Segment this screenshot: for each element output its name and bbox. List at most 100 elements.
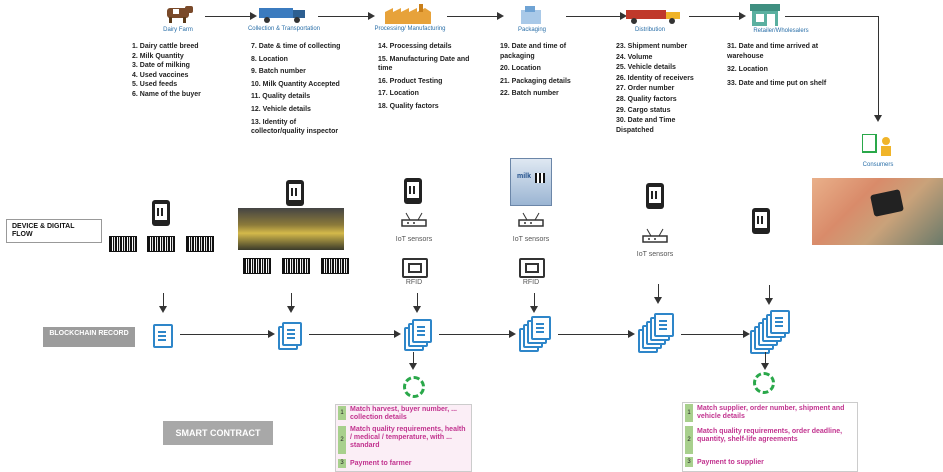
chain-arrow-head <box>509 330 516 338</box>
qr-code-icon <box>282 258 310 274</box>
list-item: 9. Batch number <box>251 68 306 76</box>
list-item: 31. Date and time arrived at warehouse <box>727 43 819 60</box>
list-item: 29. Cargo status <box>616 106 671 114</box>
phone-icon <box>152 200 170 226</box>
qr-code-icon <box>243 258 271 274</box>
contract-step-text: Match quality requirements, order deadli… <box>697 428 843 443</box>
contract-step-number: 1 <box>685 404 693 422</box>
list-item: 14. Processing details <box>378 43 452 50</box>
list-item: 11. Quality details <box>251 93 311 101</box>
smart-contract-cycle-icon <box>753 372 775 394</box>
flow-arrow-head <box>250 12 257 20</box>
smart-contract-cycle-icon <box>403 376 425 398</box>
flow-arrow <box>447 16 497 17</box>
block-icon <box>770 310 790 334</box>
tanker-truck-icon <box>626 8 684 24</box>
block-icon <box>531 316 551 340</box>
stage-title-processing: Processing/ Manufacturing <box>374 26 446 32</box>
chain-arrow <box>439 334 509 335</box>
stage-title-packaging: Packaging <box>517 27 547 33</box>
rfid-icon <box>519 258 545 278</box>
chain-arrow <box>309 334 394 335</box>
qr-code-icon <box>321 258 349 274</box>
flow-arrow <box>689 16 739 17</box>
contract-step-number: 2 <box>338 426 346 454</box>
stage-title-distribution: Distribution <box>634 27 665 33</box>
stage-title-collection: Collection & Transportation <box>247 26 321 32</box>
milk-tank-photo <box>238 208 344 250</box>
iot-sensor-label: IoT sensors <box>636 251 674 258</box>
blockchain-record-label: BLOCKCHAIN RECORD <box>43 327 135 347</box>
farm-data-list: 1. Dairy cattle breed 2. Milk Quantity 3… <box>132 42 201 100</box>
list-item: 7. Date & time of collecting <box>251 43 341 50</box>
cow-icon <box>161 4 195 24</box>
package-icon <box>517 4 547 26</box>
smart-contract-box-supplier <box>682 402 858 472</box>
rfid-label: RFID <box>522 279 540 286</box>
flow-arrow-head <box>620 12 627 20</box>
chain-arrow <box>681 334 743 335</box>
list-item: 4. Used vaccines <box>132 71 189 79</box>
contract-step-text: Match harvest, buyer number, ... collect… <box>350 406 457 421</box>
smart-contract-label: SMART CONTRACT <box>163 421 273 445</box>
phone-icon <box>286 180 304 206</box>
flow-arrow-head <box>654 297 662 304</box>
iot-sensor-icon <box>518 212 544 227</box>
flow-arrow-head <box>874 115 882 122</box>
flow-arrow <box>413 352 414 364</box>
tablet-icon <box>870 189 904 217</box>
phone-icon <box>646 183 664 209</box>
list-item: 24. Volume <box>616 53 653 61</box>
flow-connector <box>878 16 879 116</box>
flow-arrow <box>318 16 368 17</box>
flow-arrow-head <box>497 12 504 20</box>
milk-pack-text: milk <box>517 173 532 180</box>
chain-arrow-head <box>743 330 750 338</box>
flow-arrow-head <box>765 298 773 305</box>
chain-arrow <box>558 334 628 335</box>
list-item: 22. Batch number <box>500 90 559 98</box>
processing-data-list: 14. Processing details 15. Manufacturing… <box>378 42 490 112</box>
distribution-data-list: 23. Shipment number 24. Volume 25. Vehic… <box>616 42 712 135</box>
retail-data-list: 31. Date and time arrived at warehouse 3… <box>727 42 837 88</box>
phone-icon <box>752 208 770 234</box>
flow-arrow-head <box>159 306 167 313</box>
device-flow-label: DEVICE & DIGITAL FLOW <box>6 219 102 243</box>
block-icon <box>153 324 173 348</box>
flow-arrow-head <box>413 306 421 313</box>
flow-arrow-head <box>409 363 417 370</box>
packaging-data-list: 19. Date and time of packaging 20. Locat… <box>500 42 598 99</box>
list-item: 30. Date and Time Dispatched <box>616 117 676 134</box>
block-icon <box>282 322 302 346</box>
list-item: 16. Product Testing <box>378 77 443 85</box>
list-item: 12. Vehicle details <box>251 105 311 113</box>
flow-arrow <box>163 293 164 307</box>
list-item: 32. Location <box>727 66 768 74</box>
list-item: 23. Shipment number <box>616 43 688 50</box>
contract-step-text: Match quality requirements, health / med… <box>350 426 466 449</box>
iot-sensor-label: IoT sensors <box>395 236 433 243</box>
collection-data-list: 7. Date & time of collecting 8. Location… <box>251 42 343 137</box>
block-icon <box>412 319 432 343</box>
factory-icon <box>385 4 431 24</box>
flow-connector <box>785 16 878 17</box>
list-item: 6. Name of the buyer <box>132 90 201 98</box>
list-item: 13. Identity of collector/quality inspec… <box>251 118 339 136</box>
qr-code-icon <box>186 236 214 252</box>
store-icon <box>750 2 780 26</box>
flow-arrow <box>566 16 620 17</box>
block-icon <box>654 313 674 337</box>
iot-sensor-icon <box>401 212 427 227</box>
consumer-photo <box>812 178 943 245</box>
list-item: 18. Quality factors <box>378 102 439 110</box>
milk-pack-icon: milk <box>510 158 552 206</box>
consumer-icon <box>861 133 894 158</box>
iot-sensor-label: IoT sensors <box>512 236 550 243</box>
contract-step-text: Match supplier, order number, shipment a… <box>697 405 845 420</box>
rfid-label: RFID <box>405 279 423 286</box>
chain-arrow-head <box>268 330 275 338</box>
flow-arrow-head <box>761 363 769 370</box>
contract-step-number: 1 <box>338 406 346 420</box>
contract-step-number: 3 <box>338 459 346 468</box>
list-item: 21. Packaging details <box>500 77 571 85</box>
